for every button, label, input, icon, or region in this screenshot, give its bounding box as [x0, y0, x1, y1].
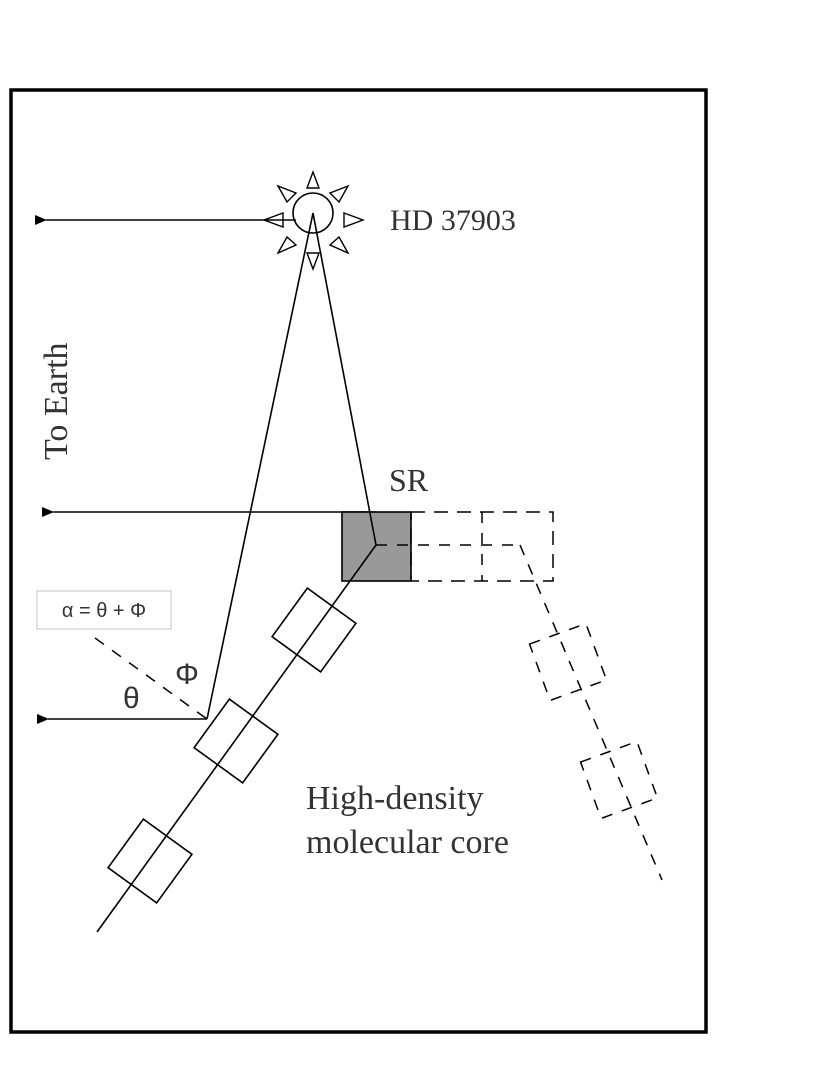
ray-to-sr [312, 212, 377, 546]
core-axis [96, 544, 377, 933]
cloud-box-1 [270, 586, 358, 674]
ray-to-cloud [206, 212, 314, 720]
phi-label: Φ [175, 658, 199, 691]
alpha-dashed-line [94, 637, 208, 720]
star-icon [261, 170, 366, 271]
star-name-label: HD 37903 [390, 204, 516, 237]
dashed-axis-diag [519, 544, 663, 881]
dashed-rot-box-1 [528, 622, 608, 702]
dashed-rot-box-2 [579, 740, 659, 820]
cloud-box-2 [192, 697, 280, 785]
theta-label: θ [123, 682, 140, 715]
frame-border [9, 88, 708, 1034]
core-label-line1: High-density [306, 780, 484, 817]
core-label-line2: molecular core [306, 824, 509, 861]
to-earth-label: To Earth [38, 342, 75, 460]
alpha-label: α = θ + Φ [62, 600, 146, 622]
sr-square [341, 511, 412, 582]
cloud-box-3 [106, 817, 194, 905]
sr-label: SR [389, 462, 429, 498]
alpha-label-box [36, 590, 172, 630]
